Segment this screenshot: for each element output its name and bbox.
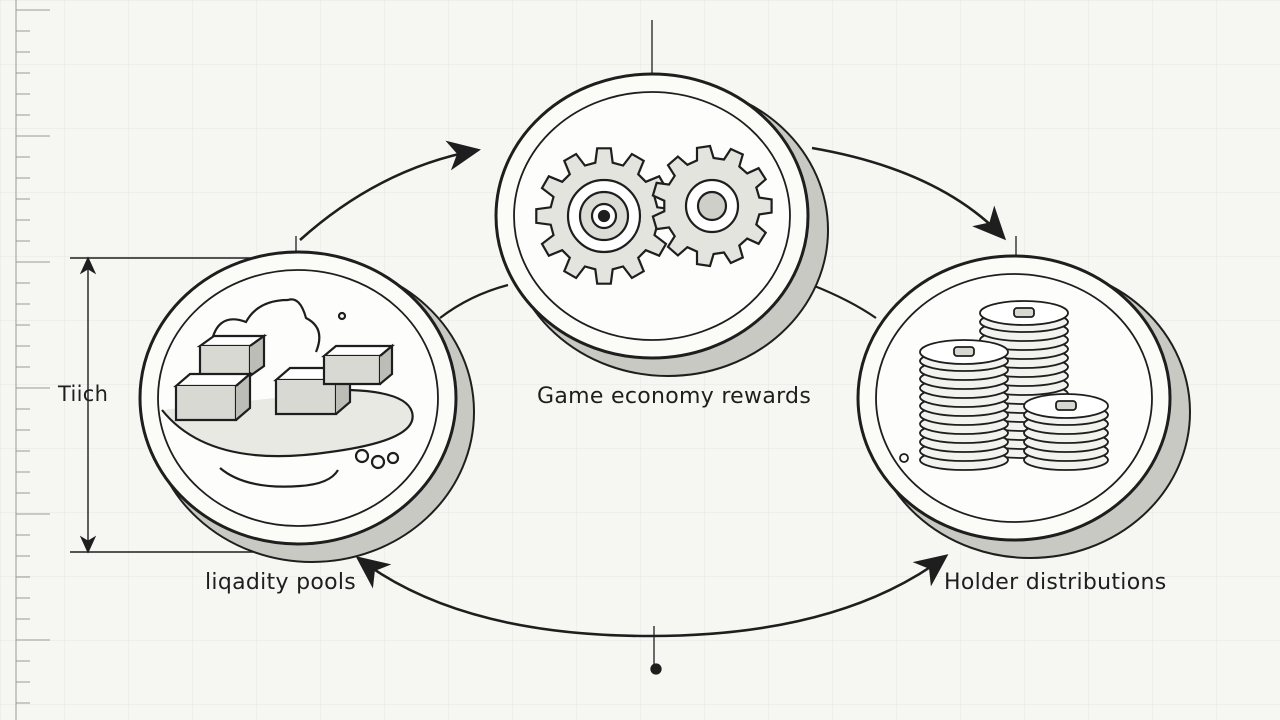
- node-game-economy: [494, 72, 829, 377]
- link-center-right: [811, 283, 877, 319]
- connectors: [299, 140, 1007, 638]
- gears-icon: [535, 144, 773, 285]
- link-left-center: [439, 283, 509, 319]
- left-ruler: [15, 0, 50, 720]
- construction-marks: [295, 20, 1017, 675]
- arrow-center-to-right: [811, 146, 1007, 241]
- coin-stacks-icon: [919, 300, 1109, 471]
- arrow-left-to-center: [299, 140, 481, 241]
- node-holder-distributions: [856, 254, 1191, 559]
- liquid-cubes-icon: [161, 298, 414, 488]
- arrow-bottom-loop: [355, 554, 949, 638]
- bottom-node-dot: [650, 663, 662, 675]
- node-liquidity-pools: [138, 250, 475, 563]
- dimension-label: Tiich: [58, 382, 109, 406]
- node-label-holder: Holder distributions: [944, 570, 1167, 595]
- node-label-game-economy: Game economy rewards: [537, 384, 812, 409]
- node-label-liquidity: liqadity pools: [205, 570, 357, 595]
